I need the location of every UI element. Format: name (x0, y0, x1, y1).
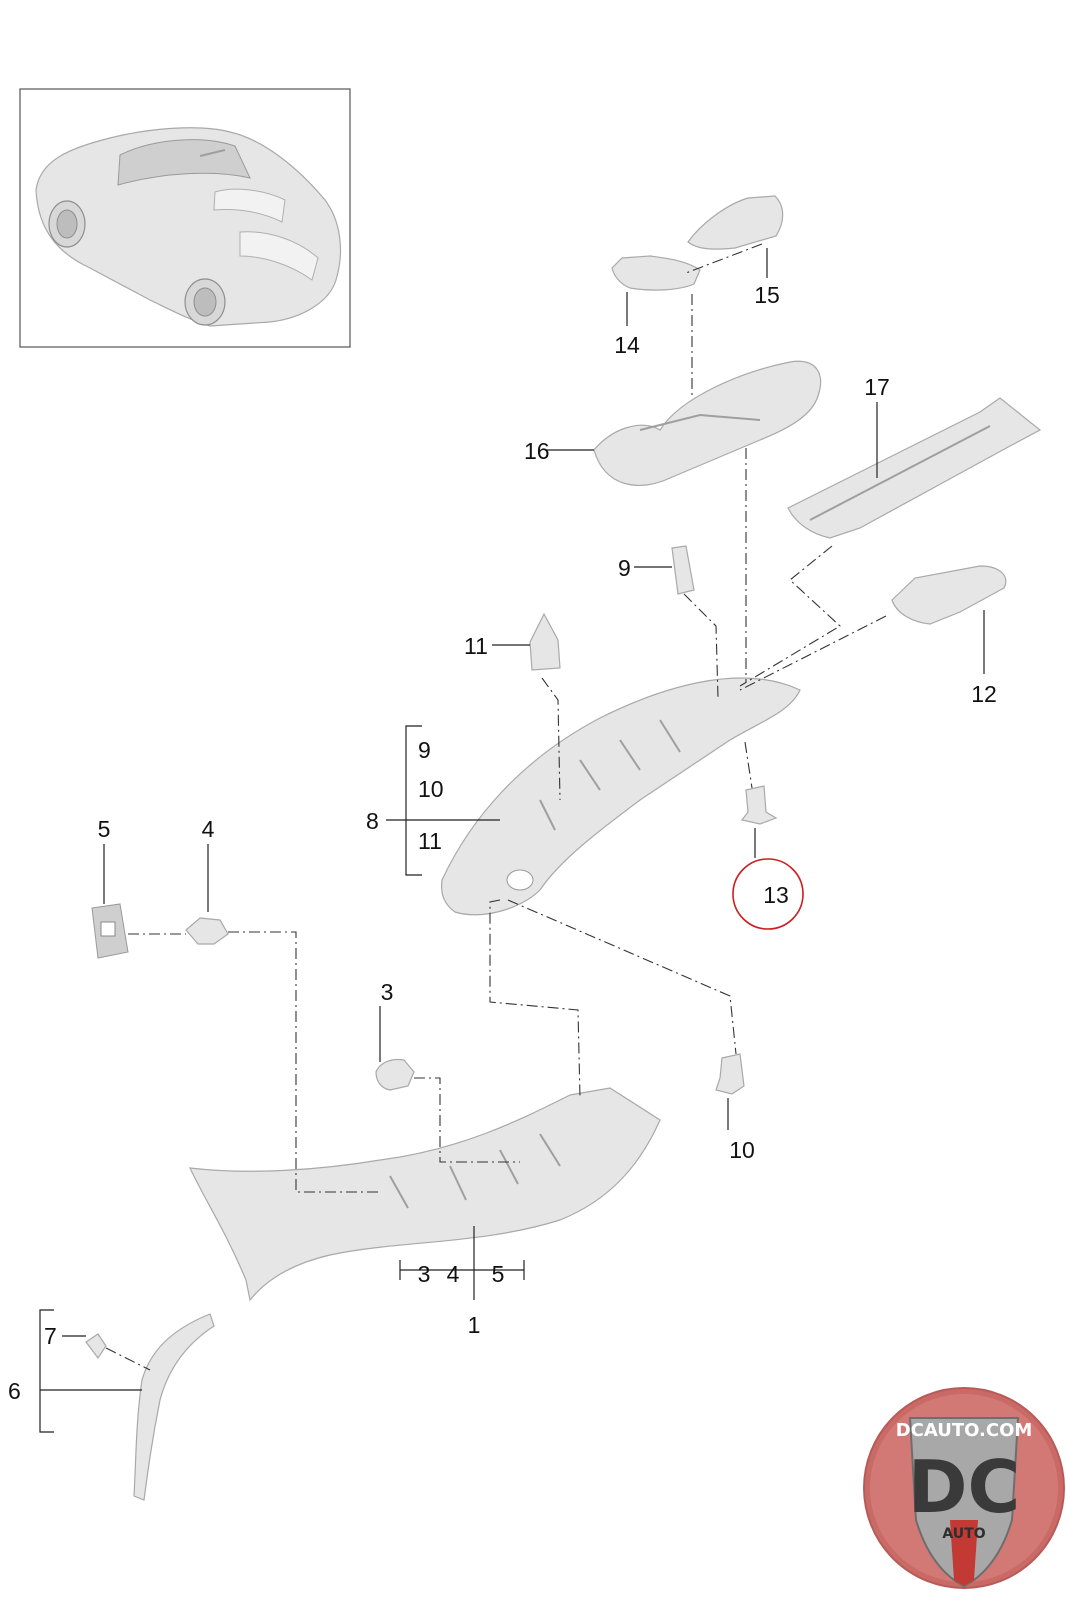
badge-sub-text: AUTO (942, 1526, 985, 1542)
callout-7: 7 (44, 1323, 57, 1349)
callout-16: 16 (524, 438, 550, 464)
part-8-pillar-trim (440, 677, 801, 916)
part-3-plug (375, 1058, 415, 1091)
callout-11-kit: 11 (418, 828, 442, 854)
part-12-bracket (891, 565, 1007, 625)
part-17-rail (787, 397, 1042, 539)
part-11-clip (529, 612, 561, 671)
callout-9-part: 9 (618, 555, 631, 581)
callout-5-kit: 5 (492, 1261, 505, 1287)
callout-3-kit: 3 (418, 1261, 431, 1287)
callout-3-part: 3 (381, 979, 394, 1005)
part-1-lower-trim (188, 1087, 661, 1302)
callout-10-kit: 10 (418, 776, 444, 802)
assembly-lines (105, 243, 887, 1371)
callout-1: 1 (468, 1312, 481, 1338)
badge-top-text: DCAUTO.COM (896, 1420, 1033, 1441)
badge-main-text: DC (908, 1445, 1021, 1529)
callout-10-part: 10 (729, 1137, 755, 1163)
callout-9-kit: 9 (418, 737, 431, 763)
part-4-clip (185, 917, 229, 945)
callout-12: 12 (971, 681, 997, 707)
part-15-cover (687, 195, 784, 250)
callout-17: 17 (864, 374, 890, 400)
dcauto-badge-icon: DCAUTO.COM DC AUTO (863, 1387, 1065, 1589)
callout-15: 15 (754, 282, 780, 308)
part-9-pin (671, 545, 695, 595)
callout-6: 6 (8, 1378, 21, 1404)
callout-4-part: 4 (202, 816, 215, 842)
callout-5-part: 5 (98, 816, 111, 842)
callout-14: 14 (614, 332, 640, 358)
leader-lines (39, 248, 985, 1433)
part-10-grommet (715, 1053, 745, 1095)
vehicle-inset (19, 88, 351, 348)
callout-4-kit: 4 (447, 1261, 460, 1287)
part-7-clip (85, 1333, 107, 1360)
callout-labels: 15 14 16 17 9 12 11 9 10 8 11 13 5 4 3 1… (8, 282, 997, 1404)
callout-8: 8 (366, 808, 379, 834)
highlight-ring-13 (732, 858, 804, 930)
part-6-strip (133, 1313, 215, 1501)
sports-car-rear-three-quarter-icon (35, 127, 342, 327)
callout-11-part: 11 (464, 633, 488, 659)
part-13-grommet (740, 785, 778, 825)
callout-13: 13 (763, 882, 789, 908)
part-16-panel (593, 360, 822, 486)
part-14-bracket (611, 255, 701, 291)
